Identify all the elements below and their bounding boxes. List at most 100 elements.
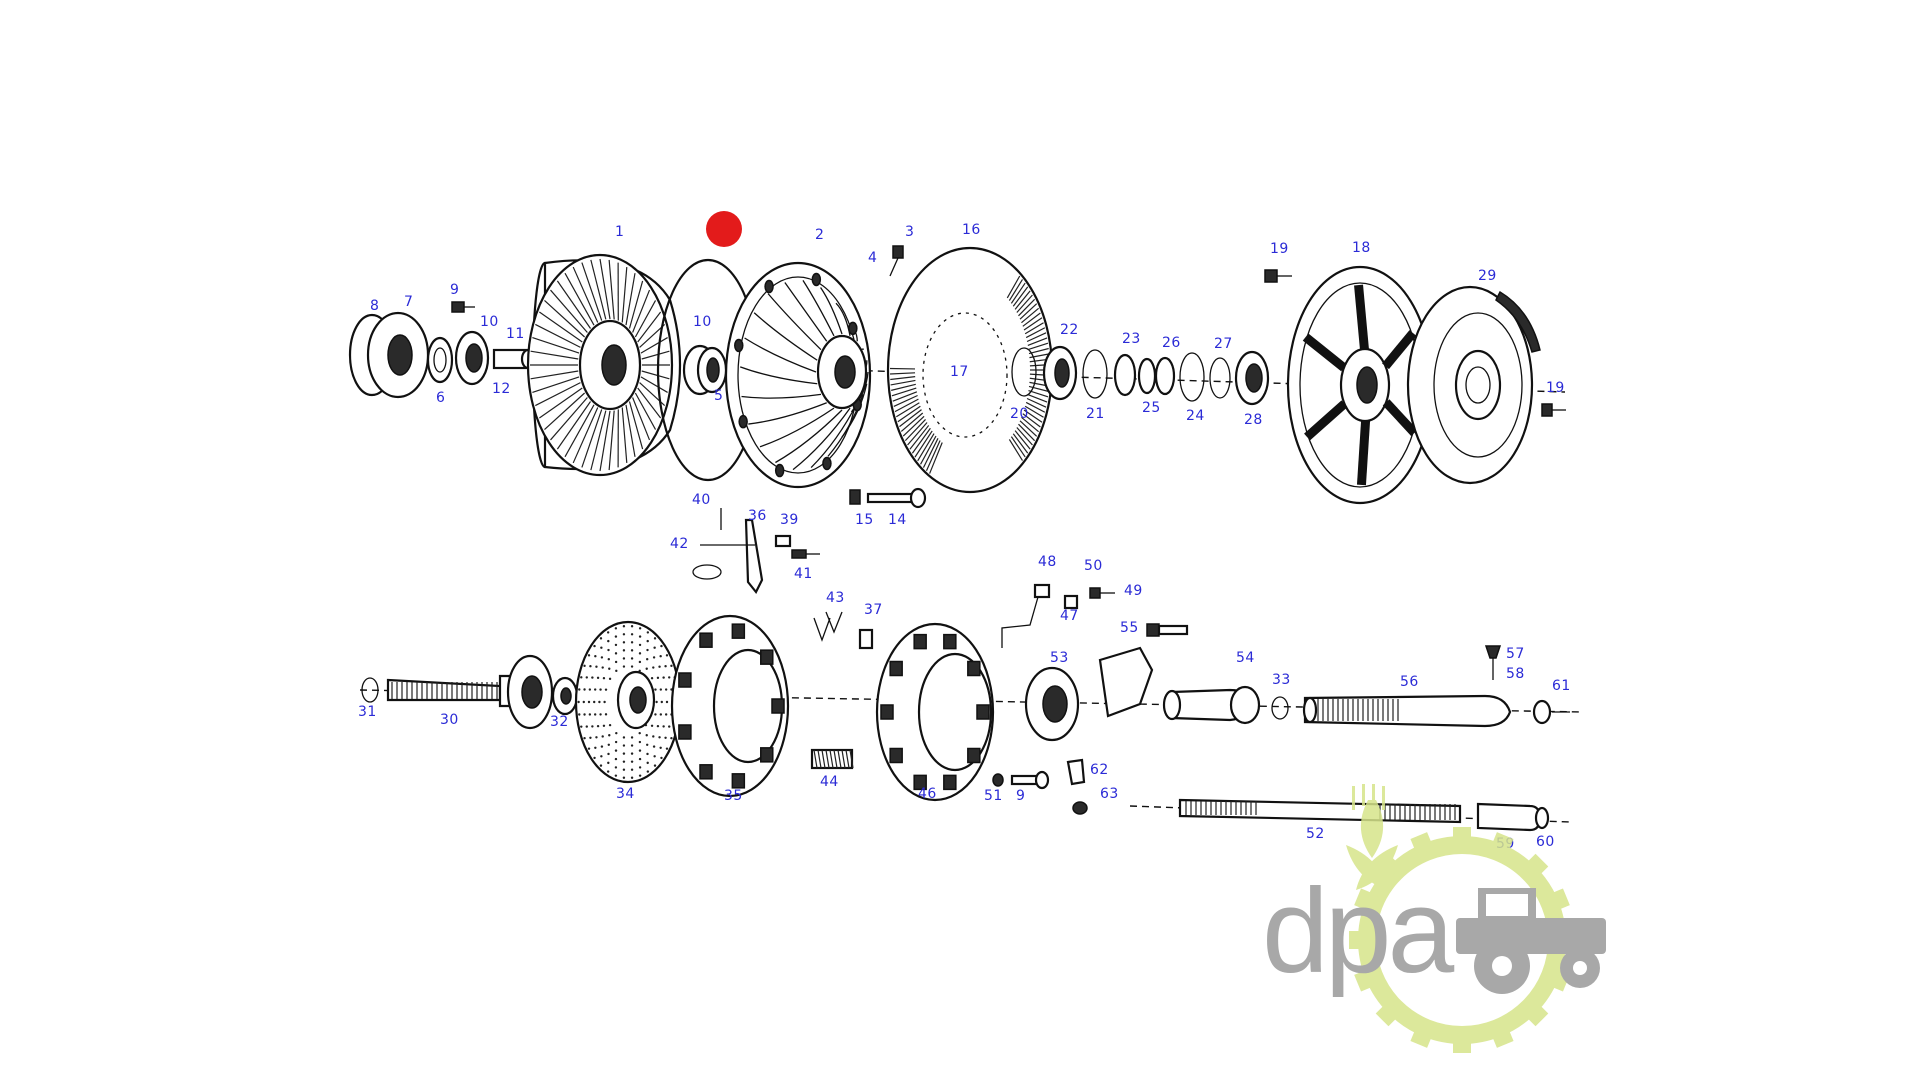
label-30: 30 <box>440 712 459 728</box>
part-62-63-linkage <box>1066 758 1088 815</box>
label-7: 7 <box>404 294 413 310</box>
housing-lugs <box>880 633 990 791</box>
label-24: 24 <box>1186 408 1205 424</box>
part-23-washer <box>1113 353 1137 397</box>
part-48-47-fitting <box>1001 583 1079 648</box>
part-2-pressure-plate <box>724 261 872 489</box>
label-58: 58 <box>1506 666 1525 682</box>
part-10-bushing <box>682 344 728 396</box>
label-39: 39 <box>780 512 799 528</box>
part-27-ring <box>1209 357 1231 399</box>
part-59-60-coupler <box>1476 802 1550 832</box>
part-24-spring <box>1179 352 1205 402</box>
part-34-clutch-disc <box>574 620 682 784</box>
label-10-center: 10 <box>693 314 712 330</box>
part-3-4-screw <box>889 245 904 277</box>
part-61-nut <box>1532 699 1570 725</box>
label-48: 48 <box>1038 554 1057 570</box>
label-23: 23 <box>1122 331 1141 347</box>
part-46-release-housing <box>875 622 995 802</box>
part-number-labels: 8 7 9 10 11 6 12 1 10 5 2 3 4 16 17 20 2… <box>358 222 1571 852</box>
part-19-bolt-a <box>1264 269 1292 283</box>
label-17: 17 <box>950 364 969 380</box>
part-18-spoked-housing <box>1286 265 1434 505</box>
label-11: 11 <box>506 326 525 342</box>
part-55-bolt <box>1146 623 1189 637</box>
label-46: 46 <box>918 786 937 802</box>
label-3: 3 <box>905 224 914 240</box>
label-41: 41 <box>794 566 813 582</box>
label-22: 22 <box>1060 322 1079 338</box>
label-55: 55 <box>1120 620 1139 636</box>
label-61: 61 <box>1552 678 1571 694</box>
part-43-clip <box>813 611 843 642</box>
part-26-washer <box>1154 356 1176 396</box>
label-19-right: 19 <box>1546 380 1565 396</box>
part-6-ring <box>426 336 454 384</box>
label-44: 44 <box>820 774 839 790</box>
shaft-splines <box>391 682 498 699</box>
label-27: 27 <box>1214 336 1233 352</box>
label-35: 35 <box>724 788 743 804</box>
part-32-bearing <box>551 676 579 716</box>
part-42-clip <box>692 564 722 580</box>
label-4: 4 <box>868 250 877 266</box>
label-9-bottom: 9 <box>1016 788 1025 804</box>
lower-assembly <box>359 583 1581 832</box>
label-6: 6 <box>436 390 445 406</box>
part-51-9-bolt <box>992 770 1050 790</box>
plate-fins <box>734 272 869 478</box>
label-18: 18 <box>1352 240 1371 256</box>
label-25: 25 <box>1142 400 1161 416</box>
label-28: 28 <box>1244 412 1263 428</box>
label-20: 20 <box>1010 406 1029 422</box>
part-8-cap <box>348 311 430 399</box>
dpa-watermark-logo: dpa <box>1262 784 1606 1053</box>
label-43: 43 <box>826 590 845 606</box>
label-53: 53 <box>1050 650 1069 666</box>
label-15: 15 <box>855 512 874 528</box>
label-54: 54 <box>1236 650 1255 666</box>
label-16: 16 <box>962 222 981 238</box>
part-19-bolt-b <box>1541 403 1566 417</box>
part-35-pressure-cover <box>670 614 790 798</box>
label-9-top: 9 <box>450 282 459 298</box>
label-51: 51 <box>984 788 1003 804</box>
drum-fins <box>530 258 670 472</box>
label-57: 57 <box>1506 646 1525 662</box>
tractor-icon <box>1456 888 1606 994</box>
part-36-lever <box>700 518 764 595</box>
part-20-snap-ring <box>1011 347 1037 397</box>
upper-assembly <box>348 245 1566 509</box>
part-28-bearing <box>1234 350 1270 406</box>
label-36: 36 <box>748 508 767 524</box>
part-53-release-bearing <box>1024 666 1080 742</box>
part-54-fork-yoke <box>1098 646 1261 725</box>
linkage-parts <box>692 508 874 650</box>
label-33: 33 <box>1272 672 1291 688</box>
label-12: 12 <box>492 381 511 397</box>
wheat-icon <box>1346 784 1398 890</box>
label-26: 26 <box>1162 335 1181 351</box>
label-49: 49 <box>1124 583 1143 599</box>
friction-lining-dots <box>577 625 679 779</box>
part-44-spring <box>810 748 854 770</box>
part-14-15-bolt <box>849 487 927 509</box>
part-56-output-shaft <box>1302 694 1512 728</box>
part-49-50-bolt <box>1089 587 1115 599</box>
label-19-top: 19 <box>1270 241 1289 257</box>
label-62: 62 <box>1090 762 1109 778</box>
label-40: 40 <box>692 492 711 508</box>
label-37: 37 <box>864 602 883 618</box>
label-32: 32 <box>550 714 569 730</box>
part-57-58-grease <box>1484 645 1502 680</box>
label-42: 42 <box>670 536 689 552</box>
part-9-bolt <box>451 301 475 313</box>
disc-hatching <box>889 275 1050 474</box>
label-1: 1 <box>615 224 624 240</box>
part-41-bolt <box>791 549 820 559</box>
part-1-flywheel-drum <box>526 253 682 477</box>
part-22-bearing <box>1042 345 1078 401</box>
part-10-bearing <box>454 330 490 386</box>
